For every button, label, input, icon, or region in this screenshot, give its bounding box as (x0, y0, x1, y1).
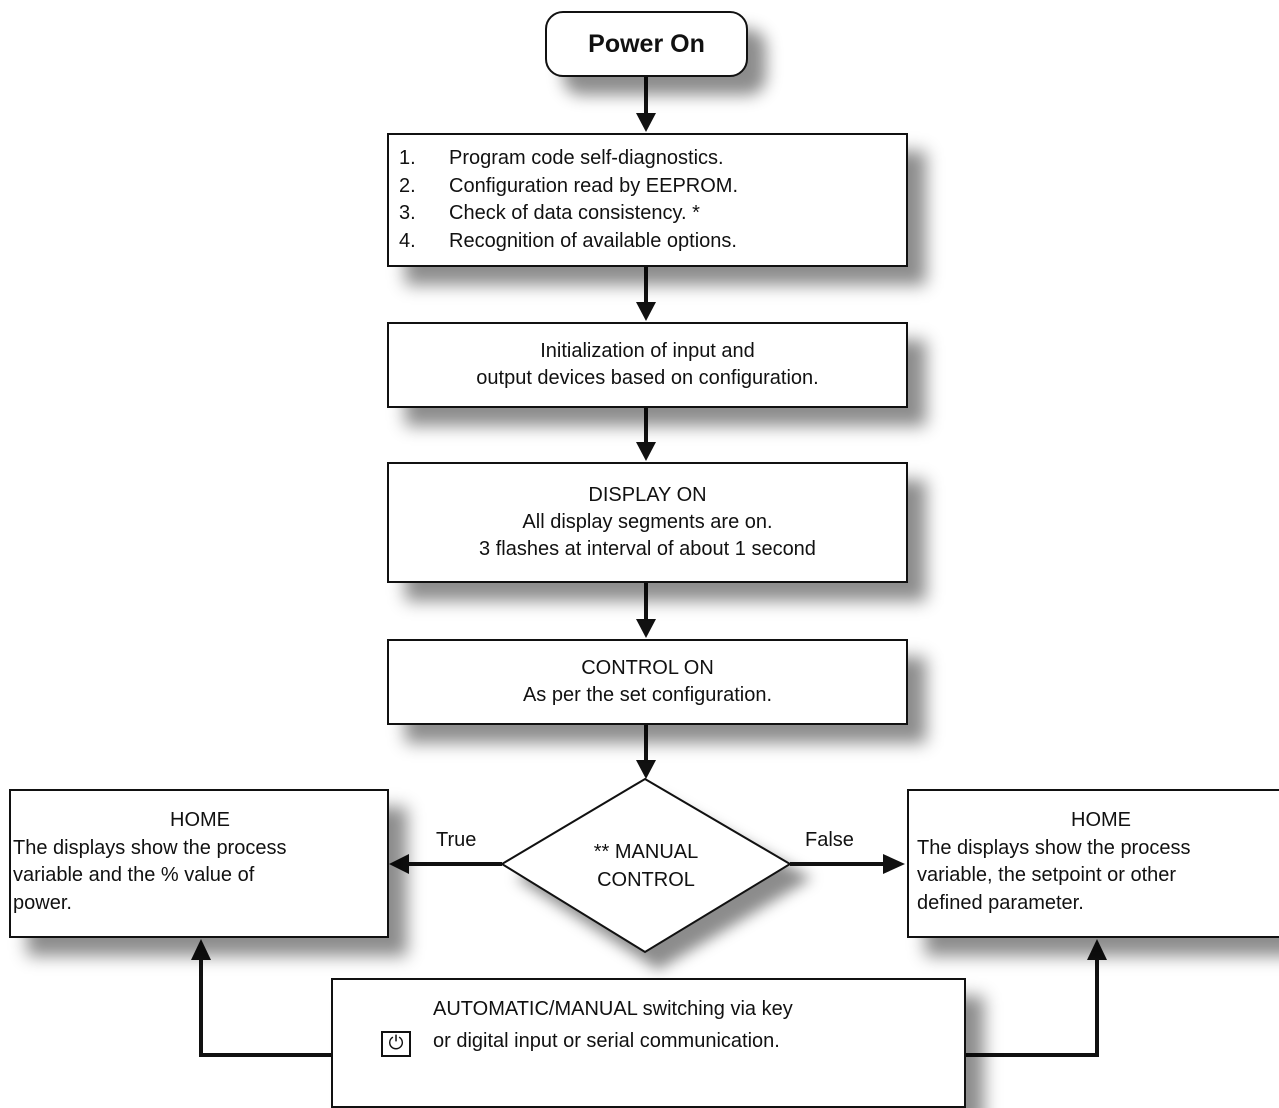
switching-line-1: AUTOMATIC/MANUAL switching via key (433, 998, 793, 1020)
startup-steps-box: 1. Program code self-diagnostics. 2. Con… (387, 133, 908, 267)
arrowheads (191, 113, 1107, 960)
home-left-line-1: The displays show the process (13, 836, 287, 859)
init-line-1: Initialization of input and (540, 340, 755, 362)
step-number: 3. (399, 202, 416, 224)
start-label: Power On (588, 29, 705, 58)
step-item: 3. Check of data consistency. * (389, 200, 906, 228)
control-on-box: CONTROL ON As per the set configuration. (387, 639, 908, 725)
display-line-1: DISPLAY ON (588, 484, 707, 506)
step-text: Check of data consistency. * (449, 202, 700, 224)
home-right-line-1: The displays show the process (917, 836, 1191, 859)
decision-line-2: CONTROL (597, 869, 695, 891)
step-item: 1. Program code self-diagnostics. (389, 145, 906, 173)
decision-diamond (500, 777, 792, 954)
step-text: Recognition of available options. (449, 229, 737, 252)
home-left-title: HOME (170, 809, 230, 831)
control-line-1: CONTROL ON (581, 657, 714, 679)
home-manual-box: HOME The displays show the process varia… (9, 789, 389, 938)
control-line-2: As per the set configuration. (522, 684, 773, 706)
power-key-icon: ⏻ (381, 1031, 411, 1057)
decision-line-1: ** MANUAL (593, 841, 699, 863)
step-number: 4. (399, 229, 416, 252)
decision-label: ** MANUAL CONTROL (556, 838, 736, 894)
display-line-3: 3 flashes at interval of about 1 second (479, 538, 816, 560)
step-text: Program code self-diagnostics. (449, 147, 724, 169)
home-auto-box: HOME The displays show the process varia… (907, 789, 1279, 938)
connector-lines (199, 77, 1099, 1057)
arrow-switch-to-home-right (966, 958, 1099, 1057)
home-right-line-2: variable, the setpoint or other (917, 864, 1177, 886)
home-right-line-3: defined parameter. (917, 891, 1084, 914)
start-terminal: Power On (545, 11, 748, 77)
switching-line-2: or digital input or serial communication… (433, 1030, 780, 1052)
arrow-switch-to-home-left (199, 958, 331, 1057)
false-branch-label: False (805, 829, 854, 851)
display-line-2: All display segments are on. (522, 511, 773, 533)
step-item: 4. Recognition of available options. (389, 228, 906, 256)
home-left-line-2: variable and the % value of (13, 864, 255, 886)
initialization-box: Initialization of input and output devic… (387, 322, 908, 408)
home-left-line-3: power. (13, 891, 72, 914)
switching-box: AUTOMATIC/MANUAL switching via key ⏻ or … (331, 978, 966, 1108)
step-number: 2. (399, 174, 416, 197)
display-on-box: DISPLAY ON All display segments are on. … (387, 462, 908, 583)
init-line-2: output devices based on configuration. (476, 367, 819, 389)
home-right-title: HOME (1071, 809, 1131, 831)
step-text: Configuration read by EEPROM. (449, 174, 739, 197)
step-item: 2. Configuration read by EEPROM. (389, 173, 906, 201)
true-branch-label: True (436, 829, 477, 851)
step-number: 1. (399, 147, 416, 169)
